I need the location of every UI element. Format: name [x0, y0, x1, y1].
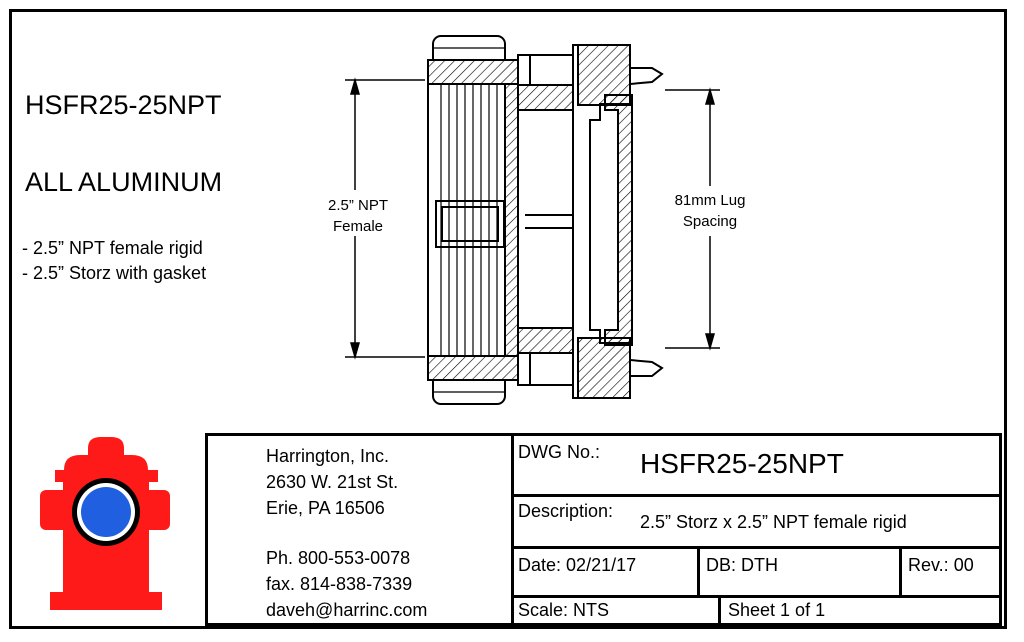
material-heading: ALL ALUMINUM: [25, 167, 223, 197]
company-phone: Ph. 800-553-0078: [266, 548, 411, 568]
rev-field: Rev.: 00: [908, 555, 974, 575]
title-block: Harrington, Inc. 2630 W. 21st St. Erie, …: [205, 433, 1002, 626]
db-field: DB: DTH: [706, 555, 779, 575]
company-fax: fax. 814-838-7339: [266, 574, 413, 594]
dwg-number: HSFR25-25NPT: [640, 448, 844, 479]
feature-item: - 2.5” NPT female rigid: [22, 238, 203, 258]
company-city: Erie, PA 16506: [266, 498, 385, 518]
feature-item: - 2.5” Storz with gasket: [22, 263, 207, 283]
dwg-label: DWG No.:: [518, 442, 601, 462]
description-value: 2.5” Storz x 2.5” NPT female rigid: [640, 512, 907, 532]
storz-head: [572, 44, 664, 399]
company-street: 2630 W. 21st St.: [266, 472, 399, 492]
fire-hydrant-icon: [40, 437, 170, 610]
lug-dimension-line: [665, 87, 720, 351]
scale-field: Scale: NTS: [518, 600, 610, 620]
npt-dimension-line: [345, 77, 425, 360]
company-name: Harrington, Inc.: [266, 446, 390, 466]
drawing-frame: [9, 9, 1007, 629]
npt-dimension-label: 2.5” NPT Female: [327, 197, 388, 235]
sheet-field: Sheet 1 of 1: [728, 600, 826, 620]
part-number-heading: HSFR25-25NPT: [25, 90, 222, 120]
lug-dimension-label: 81mm Lug Spacing: [674, 192, 746, 230]
company-email: daveh@harrinc.com: [266, 600, 428, 620]
npt-body-ribs: [433, 47, 505, 393]
description-label: Description:: [518, 501, 614, 521]
date-field: Date: 02/21/17: [518, 555, 637, 575]
